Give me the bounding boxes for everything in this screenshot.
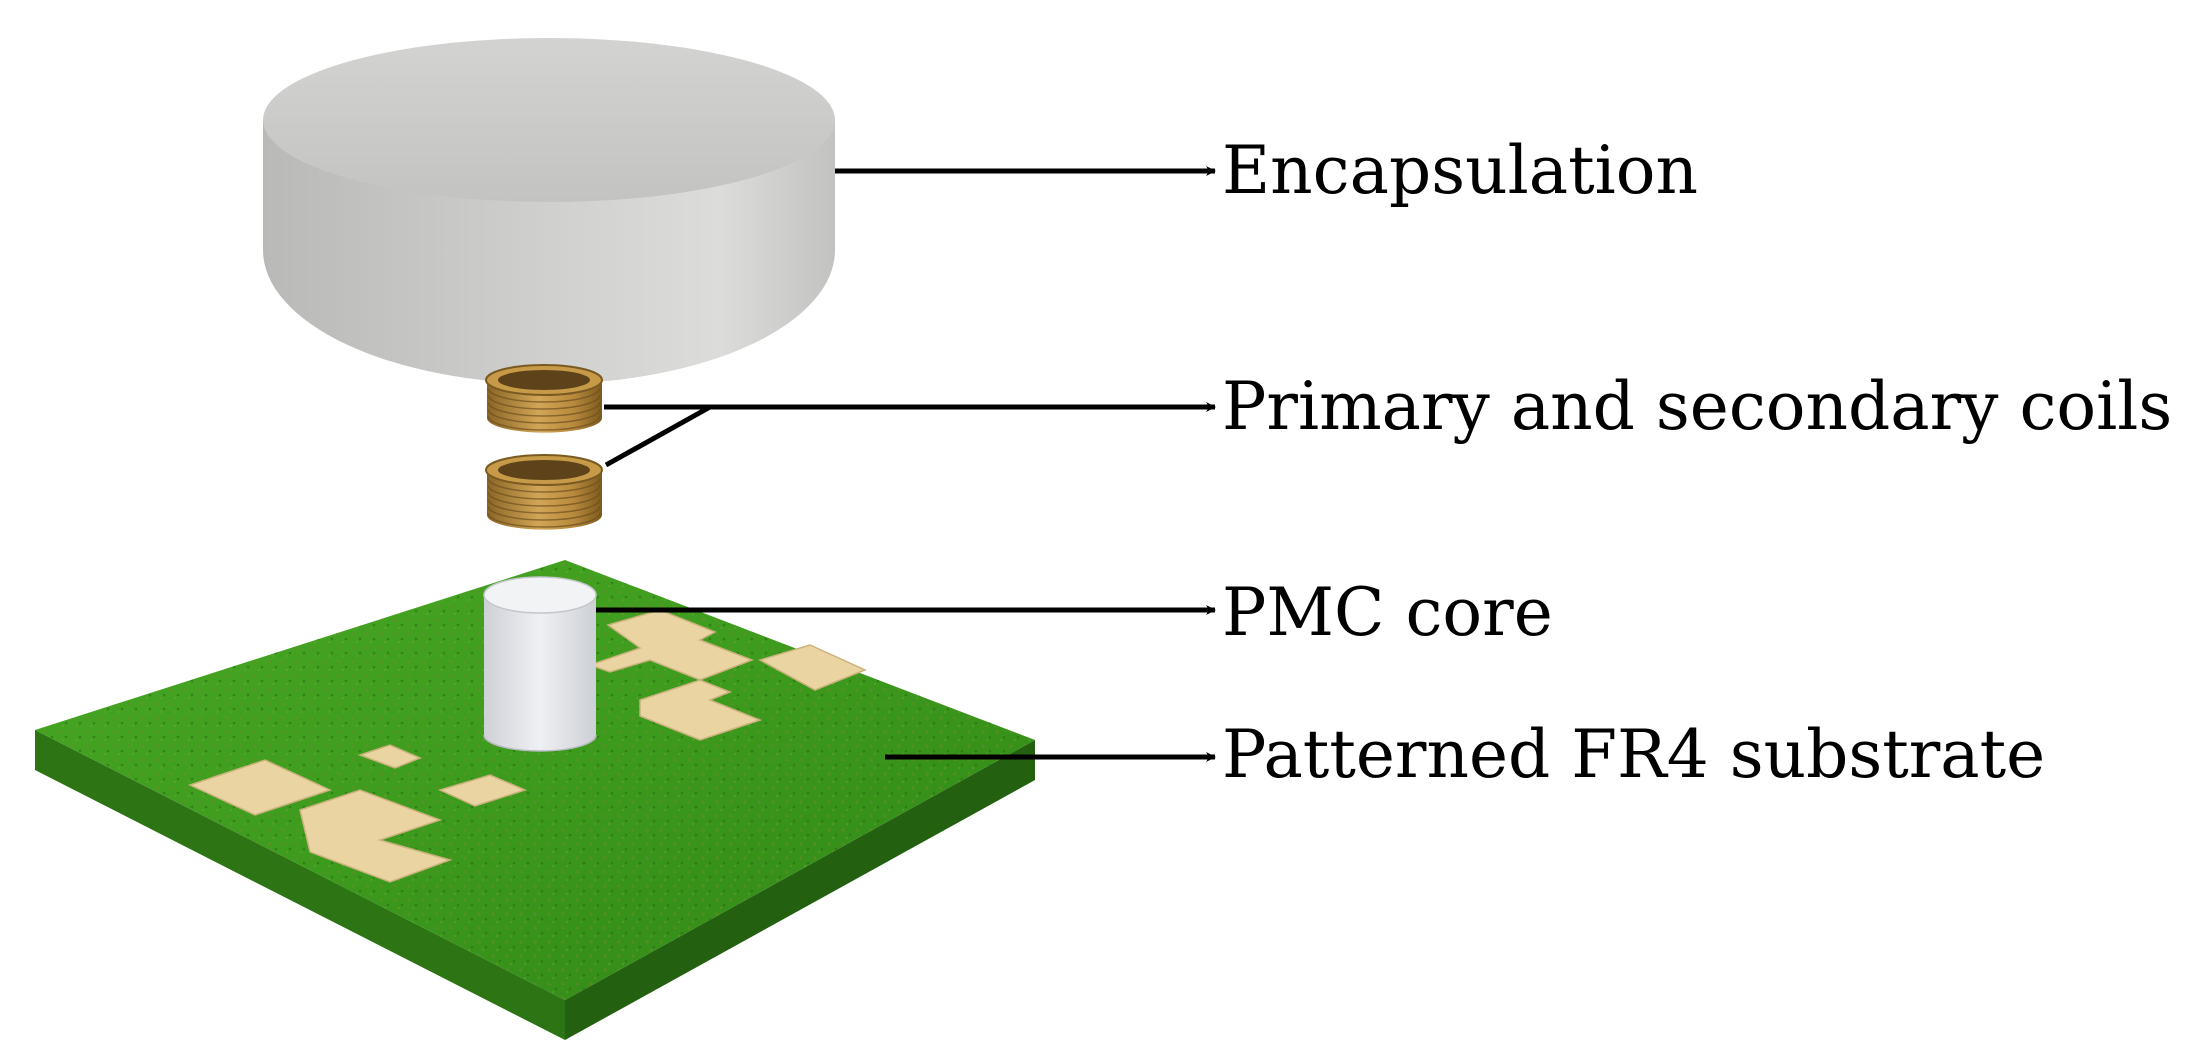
pmc-core	[483, 576, 597, 752]
leader-lines	[596, 166, 1216, 762]
coils-branch-line	[604, 404, 712, 468]
fr4-substrate	[35, 560, 1035, 1040]
substrate-label: Patterned FR4 substrate	[1222, 716, 2046, 793]
coils-label: Primary and secondary coils	[1222, 368, 2173, 445]
substrate-left-side	[35, 730, 565, 1040]
contact-pads-right	[587, 609, 867, 741]
encapsulation-part	[263, 38, 835, 384]
secondary-coil	[485, 454, 603, 530]
primary-coil	[485, 364, 603, 433]
substrate-right-side	[565, 740, 1035, 1040]
pmc-core-label: PMC core	[1222, 574, 1553, 651]
encapsulation-label: Encapsulation	[1222, 132, 1698, 209]
encapsulation-top	[263, 38, 835, 202]
contact-pads-left	[187, 744, 528, 883]
